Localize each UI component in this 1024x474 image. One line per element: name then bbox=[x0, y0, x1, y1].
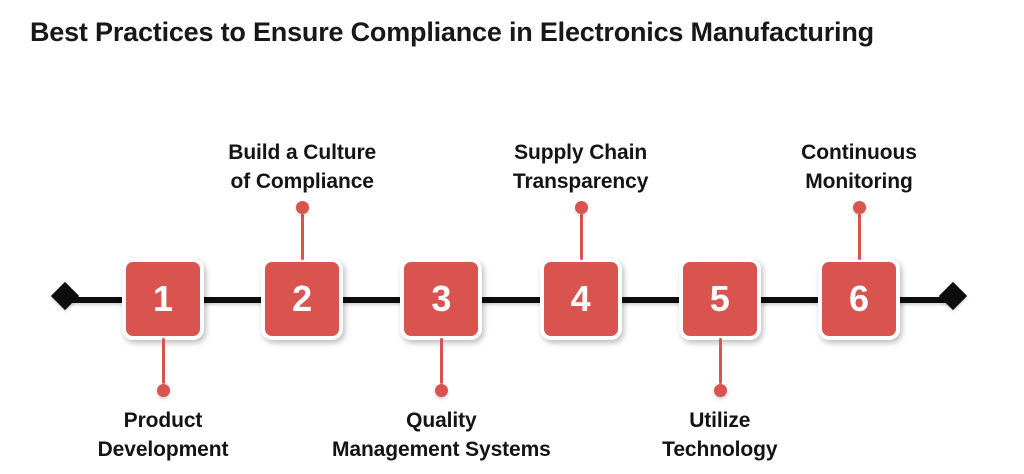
step-node-2[interactable]: 2 bbox=[261, 258, 344, 340]
step-node-4[interactable]: 4 bbox=[539, 258, 622, 340]
step-node-5[interactable]: 5 bbox=[678, 258, 761, 340]
diamond-icon-left bbox=[50, 281, 80, 311]
step-label-line-1: Build a Culture bbox=[228, 141, 377, 164]
step-number-label: 6 bbox=[848, 278, 870, 319]
pin-dot-icon bbox=[435, 384, 449, 397]
step-label-line-2: Development bbox=[97, 438, 229, 461]
step-label-line-1: Continuous bbox=[801, 141, 917, 164]
step-node-3[interactable]: 3 bbox=[400, 258, 483, 340]
step-label-line-2: Technology bbox=[662, 438, 778, 461]
step-node-6[interactable]: 6 bbox=[818, 258, 900, 340]
step-label-line-1: Product bbox=[123, 409, 203, 432]
pin-dot-icon bbox=[157, 384, 170, 397]
step-connector-pin-4 bbox=[574, 201, 588, 260]
pin-stem bbox=[162, 338, 165, 384]
step-connector-pin-5 bbox=[713, 338, 727, 397]
pin-dot-icon bbox=[574, 201, 588, 214]
step-connector-pin-6 bbox=[853, 201, 866, 260]
step-label-line-1: Utilize bbox=[689, 409, 751, 432]
step-label-line-1: Supply Chain bbox=[514, 141, 648, 164]
step-connector-pin-3 bbox=[435, 338, 449, 397]
step-label-line-2: Monitoring bbox=[805, 170, 913, 193]
step-label-line-2: of Compliance bbox=[230, 170, 374, 193]
pin-dot-icon bbox=[853, 201, 866, 214]
step-label-line-2: Transparency bbox=[512, 170, 649, 193]
step-connector-pin-2 bbox=[296, 201, 310, 260]
pin-dot-icon bbox=[296, 201, 310, 214]
pin-stem bbox=[579, 214, 583, 260]
pin-dot-icon bbox=[713, 384, 727, 397]
pin-stem bbox=[858, 214, 861, 260]
step-label-line-1: Quality bbox=[406, 409, 477, 432]
pin-stem bbox=[301, 214, 305, 260]
step-number-label: 3 bbox=[431, 278, 452, 319]
step-number-label: 4 bbox=[570, 278, 591, 319]
step-label-line-2: Management Systems bbox=[331, 438, 551, 461]
pin-stem bbox=[440, 338, 444, 384]
page-title: Best Practices to Ensure Compliance in E… bbox=[30, 17, 874, 47]
step-number-label: 2 bbox=[292, 278, 313, 319]
step-number-label: 5 bbox=[709, 278, 730, 319]
step-connector-pin-1 bbox=[157, 338, 170, 397]
pin-stem bbox=[718, 338, 722, 384]
step-label-2: Build a Culture of Compliance bbox=[102, 138, 502, 196]
diamond-icon-right bbox=[938, 281, 968, 311]
step-node-1[interactable]: 1 bbox=[122, 258, 204, 340]
step-number-label: 1 bbox=[152, 278, 174, 319]
timeline-axis-line bbox=[70, 297, 954, 303]
